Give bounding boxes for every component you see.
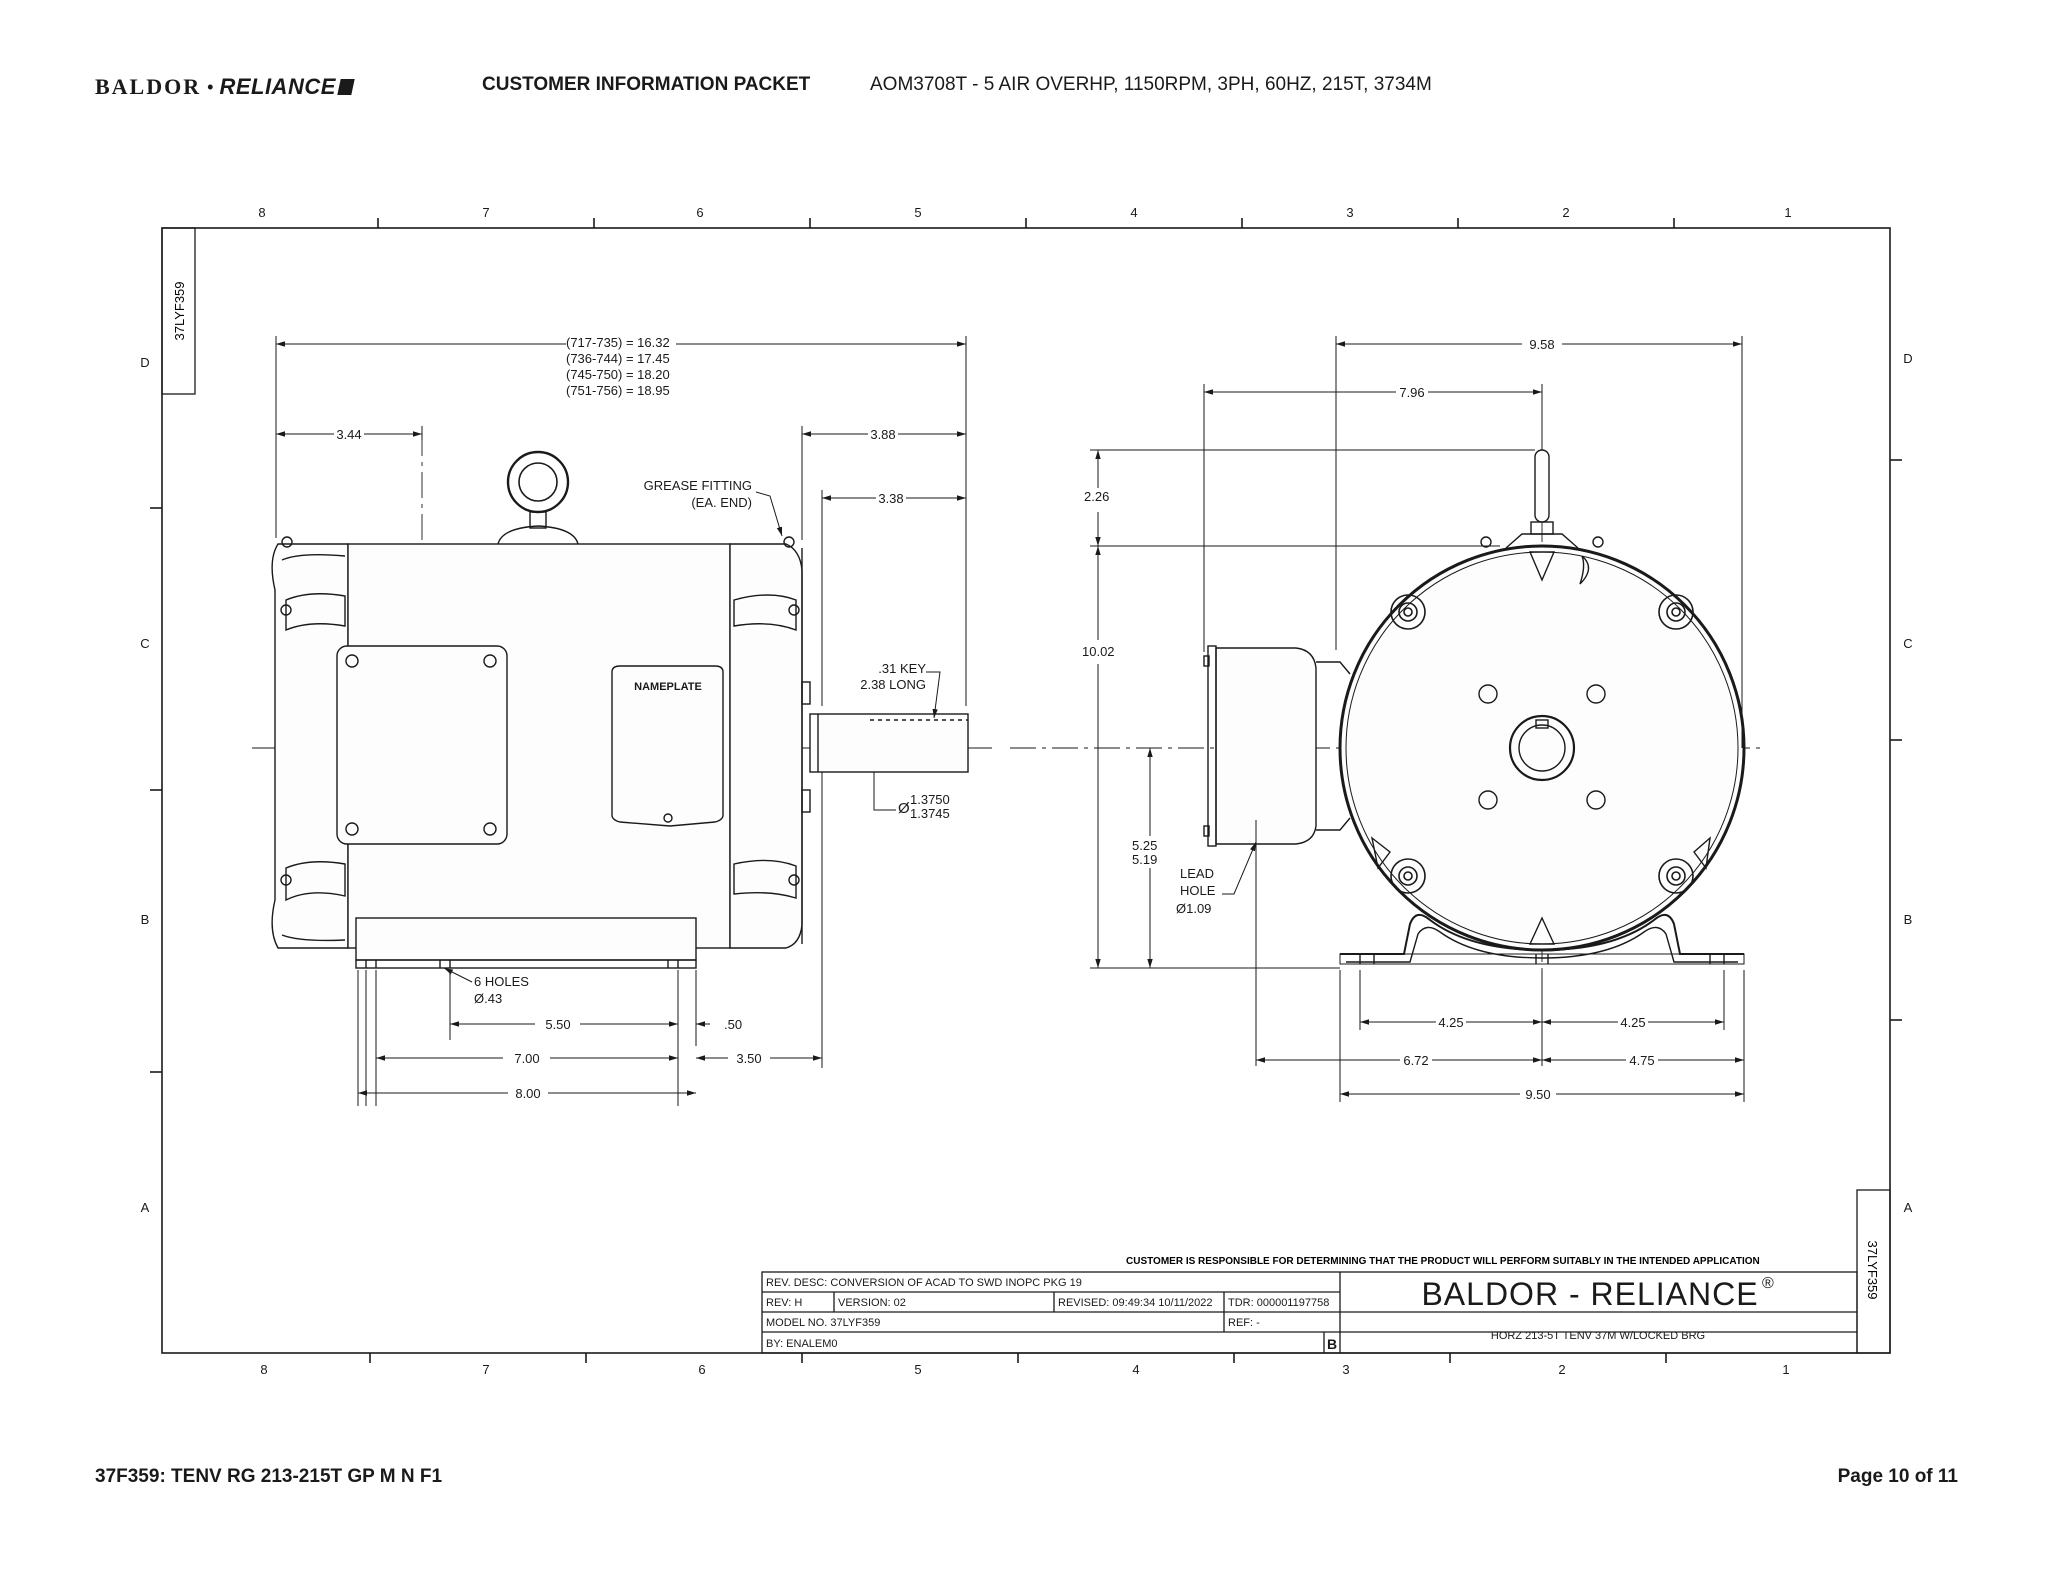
drawing-id-box-bottom: 37LYF359 [1856,1189,1891,1354]
end-view [1010,432,1762,1004]
shaft-height: 5.19 [1132,852,1157,867]
overall-length: (717-735) = 16.32 [566,335,670,350]
grease-fitting-label: GREASE FITTING [644,478,752,493]
shaft-diameter: 1.3745 [910,806,950,821]
zone-row-label: B [141,912,150,927]
zone-row-label: A [1904,1200,1913,1215]
dim-2-26: 2.26 [1084,489,1109,504]
zone-row-label: B [1904,912,1913,927]
logo-reliance: RELIANCE [219,74,336,99]
nameplate-label: NAMEPLATE [634,681,702,693]
lead-hole-label: Ø1.09 [1176,901,1211,916]
zone-col-label: 2 [1558,1362,1565,1377]
revision: REV: H [766,1297,802,1309]
lead-hole-label: LEAD [1180,866,1214,881]
zone-col-label: 3 [1342,1362,1349,1377]
dim-8-00: 8.00 [515,1086,540,1101]
end-view-labels: 9.58 7.96 2.26 10.02 5.25 5.19 LEAD HOLE… [1082,337,1655,1102]
footer-page-number: Page 10 of 11 [1837,1466,1958,1487]
diameter-symbol: Ø [898,800,910,817]
title-block: CUSTOMER IS RESPONSIBLE FOR DETERMINING … [761,1256,1858,1354]
key-label: 2.38 LONG [860,677,926,692]
zone-col-label: 5 [914,205,921,220]
reference: REF: - [1228,1317,1260,1329]
footer-document-id: 37F359: TENV RG 213-215T GP M N F1 [95,1466,443,1487]
shaft-height: 5.25 [1132,838,1157,853]
end-view-dimensions [1090,336,1745,1102]
zone-col-label: 3 [1346,205,1353,220]
zone-row-label: D [140,355,149,370]
dim-10-02: 10.02 [1082,644,1115,659]
brand-logo: BALDOR • RELIANCE [95,70,355,104]
zone-col-label: 1 [1782,1362,1789,1377]
zone-row-label: A [141,1200,150,1215]
zone-col-label: 6 [698,1362,705,1377]
company-name: BALDOR - RELIANCE [1421,1276,1758,1312]
dim-3-88: 3.88 [870,427,895,442]
dim-7-00: 7.00 [514,1051,539,1066]
zone-col-label: 7 [482,1362,489,1377]
logo-separator: • [207,76,214,97]
side-view-dimensions [275,336,967,1106]
shaft-diameter: 1.3750 [910,792,950,807]
drawing-title: HORZ 213-5T TENV 37M W/LOCKED BRG [1491,1330,1705,1342]
dim-0-50: .50 [724,1017,742,1032]
dim-4-25-left: 4.25 [1438,1015,1463,1030]
zone-col-label: 6 [696,205,703,220]
overall-length: (745-750) = 18.20 [566,367,670,382]
dim-6-72: 6.72 [1403,1053,1428,1068]
zone-row-label: C [1903,636,1912,651]
dim-9-50: 9.50 [1525,1087,1550,1102]
zone-row-label: C [140,636,149,651]
model-number: MODEL NO. 37LYF359 [766,1317,880,1329]
zone-col-label: 8 [258,205,265,220]
zone-col-label: 4 [1130,205,1137,220]
drawn-by: BY: ENALEM0 [766,1338,838,1350]
dim-3-38: 3.38 [878,491,903,506]
dim-3-44: 3.44 [336,427,361,442]
dim-3-50: 3.50 [736,1051,761,1066]
lead-hole-label: HOLE [1180,883,1216,898]
zone-col-label: 7 [482,205,489,220]
dim-9-58: 9.58 [1529,337,1554,352]
drawing-id: 37LYF359 [172,281,187,340]
zone-labels: 8 7 6 5 4 3 2 1 8 7 6 5 4 3 2 1 D C B A … [140,205,1912,1377]
product-description: AOM3708T - 5 AIR OVERHP, 1150RPM, 3PH, 6… [870,74,1432,95]
dim-5-50: 5.50 [545,1017,570,1032]
logo-baldor: BALDOR [95,74,202,99]
rev-description: REV. DESC: CONVERSION OF ACAD TO SWD INO… [766,1277,1082,1289]
dim-4-75: 4.75 [1629,1053,1654,1068]
zone-row-label: D [1903,351,1912,366]
revised-date: REVISED: 09:49:34 10/11/2022 [1058,1297,1213,1309]
tdr-number: TDR: 000001197758 [1228,1297,1329,1309]
grease-fitting-label: (EA. END) [691,495,752,510]
zone-col-label: 1 [1784,205,1791,220]
zone-col-label: 5 [914,1362,921,1377]
side-view-labels: (717-735) = 16.32 (736-744) = 17.45 (745… [336,335,949,1101]
key-label: .31 KEY [878,661,926,676]
side-view [252,430,992,969]
zone-col-label: 8 [260,1362,267,1377]
mounting-holes-label: 6 HOLES [474,974,529,989]
drawing-id: 37LYF359 [1865,1240,1880,1299]
sheet-size: B [1327,1336,1337,1352]
mounting-holes-label: Ø.43 [474,991,502,1006]
dim-7-96: 7.96 [1399,385,1424,400]
drawing-id-box-top: 37LYF359 [161,227,196,395]
overall-length: (751-756) = 18.95 [566,383,670,398]
registered-mark: ® [1762,1275,1774,1292]
version: VERSION: 02 [838,1297,906,1309]
overall-length: (736-744) = 17.45 [566,351,670,366]
packet-title: CUSTOMER INFORMATION PACKET [482,74,811,95]
responsibility-notice: CUSTOMER IS RESPONSIBLE FOR DETERMINING … [1126,1256,1760,1267]
zone-col-label: 2 [1562,205,1569,220]
dim-4-25-right: 4.25 [1620,1015,1645,1030]
zone-col-label: 4 [1132,1362,1139,1377]
